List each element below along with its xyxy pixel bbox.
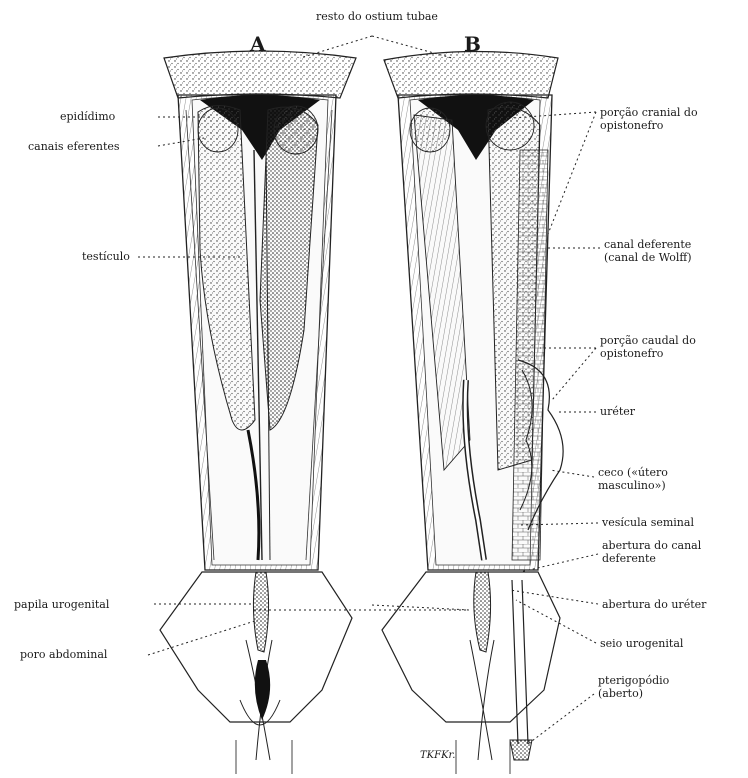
label-ceco-2: masculino») bbox=[598, 479, 666, 492]
label-abertura-ureter: abertura do uréter bbox=[602, 598, 706, 611]
label-porcao-caudal-2: opistonefro bbox=[600, 347, 663, 360]
panel-a-letter: A bbox=[250, 32, 266, 56]
artist-signature: TKFKr. bbox=[420, 750, 455, 761]
label-porcao-cranial-2: opistonefro bbox=[600, 119, 663, 132]
label-vesicula-seminal: vesícula seminal bbox=[602, 516, 694, 529]
label-pterigopodio-1: pterigopódio bbox=[598, 674, 669, 687]
panel-b-top-cap bbox=[384, 51, 558, 98]
label-abertura-canal-2: deferente bbox=[602, 552, 656, 565]
label-testiculo: testículo bbox=[82, 250, 130, 263]
label-canal-deferente-1: canal deferente bbox=[604, 238, 691, 251]
label-pterigopodio-2: (aberto) bbox=[598, 687, 643, 700]
panel-a-drawing bbox=[160, 51, 356, 774]
label-epididimo: epidídimo bbox=[60, 110, 115, 123]
label-seio-urogenital: seio urogenital bbox=[600, 637, 683, 650]
label-porcao-caudal-1: porção caudal do bbox=[600, 334, 696, 347]
label-abertura-canal-1: abertura do canal bbox=[602, 539, 701, 552]
label-poro-abdominal: poro abdominal bbox=[20, 648, 107, 661]
label-ureter: uréter bbox=[600, 405, 635, 418]
label-resto-ostium-tubae: resto do ostium tubae bbox=[316, 10, 438, 23]
label-canais-eferentes: canais eferentes bbox=[28, 140, 120, 153]
label-papila-urogenital: papila urogenital bbox=[14, 598, 109, 611]
label-porcao-cranial-1: porção cranial do bbox=[600, 106, 698, 119]
label-ceco-1: ceco («útero bbox=[598, 466, 668, 479]
label-canal-deferente-2: (canal de Wolff) bbox=[604, 251, 692, 264]
panel-b-letter: B bbox=[464, 32, 481, 56]
panel-b-drawing bbox=[382, 51, 563, 774]
panel-a-top-cap bbox=[164, 51, 356, 98]
